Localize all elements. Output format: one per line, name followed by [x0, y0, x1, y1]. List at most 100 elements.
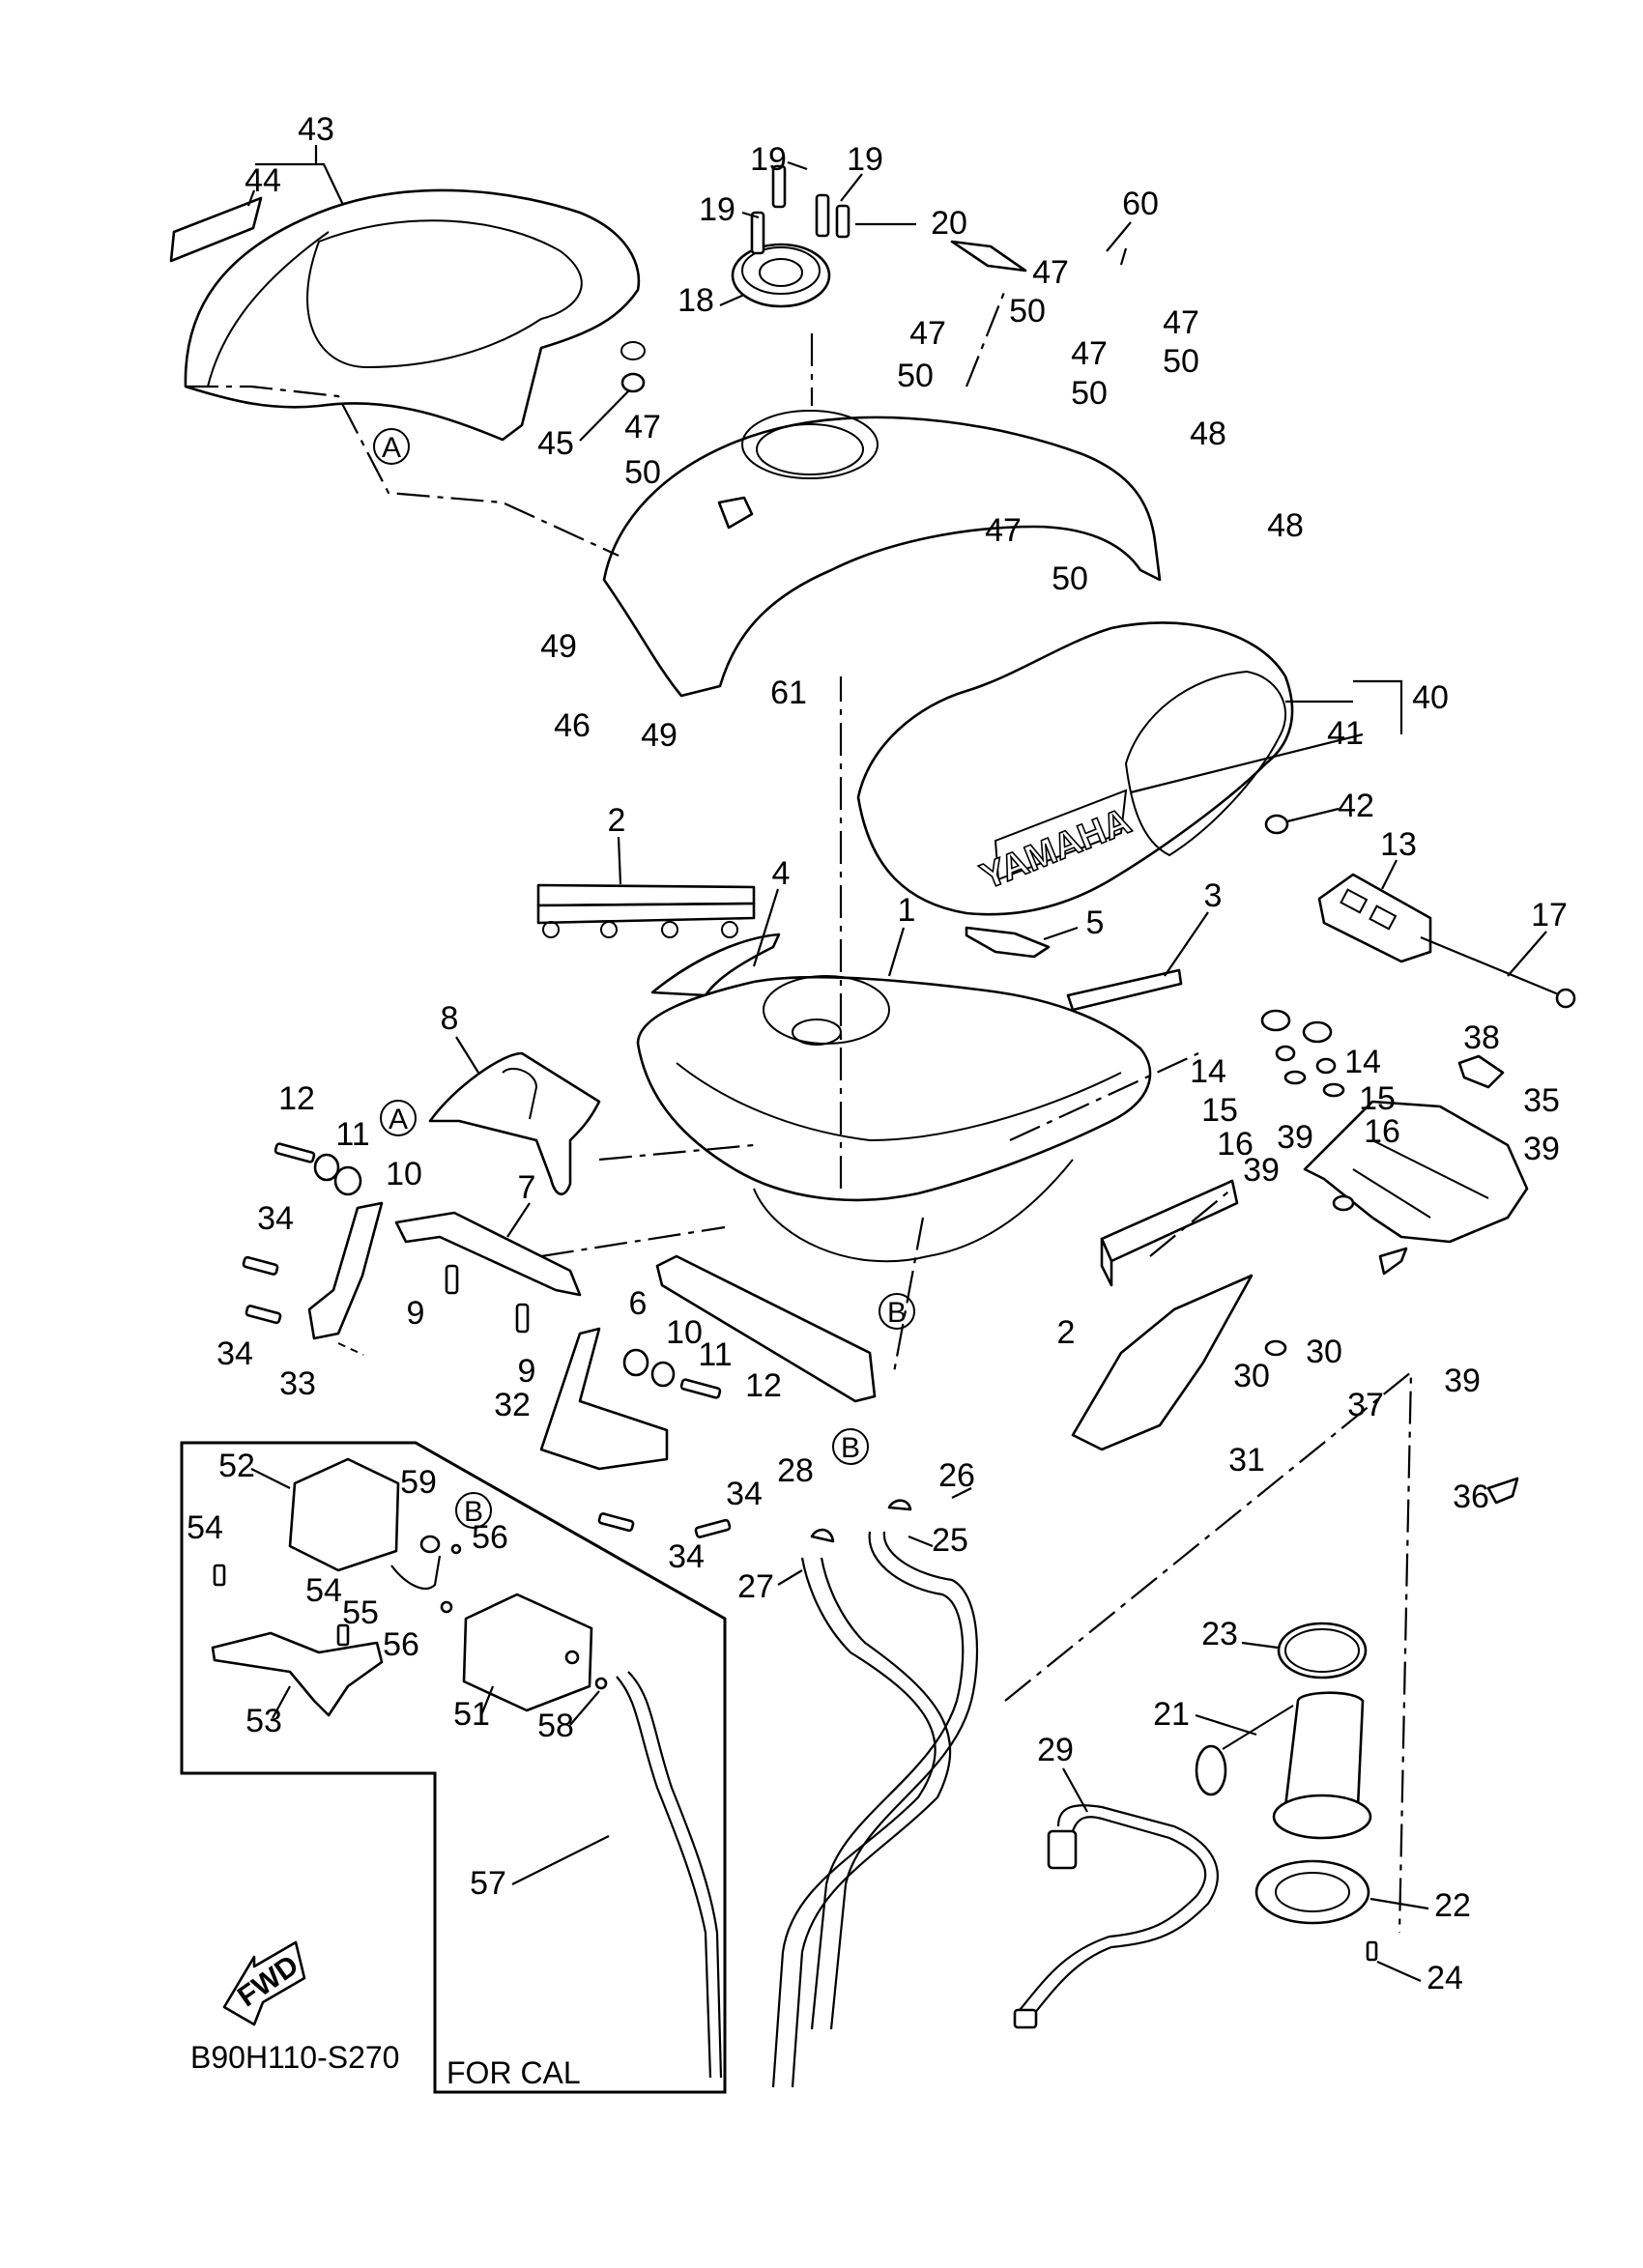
- callout-60: 60: [1122, 186, 1159, 222]
- part-38-clamp: [1457, 1054, 1505, 1089]
- callout-47: 47: [624, 409, 661, 445]
- callout-49: 49: [540, 628, 577, 665]
- callout-47: 47: [985, 512, 1022, 549]
- ref-marker-b: B: [841, 1432, 860, 1464]
- callout-34: 34: [257, 1200, 294, 1237]
- callout-50: 50: [1163, 343, 1199, 380]
- callout-9: 9: [518, 1353, 536, 1390]
- callout-44: 44: [245, 162, 281, 199]
- callout-28: 28: [777, 1452, 814, 1489]
- callout-47: 47: [1163, 304, 1199, 341]
- callout-50: 50: [1009, 293, 1046, 330]
- part-7-stay: [394, 1211, 582, 1297]
- part-1-fuel-tank: [636, 975, 1152, 1263]
- callout-58: 58: [537, 1708, 574, 1744]
- callout-30: 30: [1306, 1334, 1342, 1370]
- part-52-canister-cover: [288, 1457, 400, 1572]
- callout-3: 3: [1204, 877, 1223, 914]
- part-8-bracket: [428, 1051, 601, 1195]
- part-22-plate: [1254, 1859, 1370, 1925]
- hardware-left: [242, 1142, 732, 1538]
- inset-caption: FOR CAL: [447, 2055, 581, 2090]
- part-53-bracket: [211, 1631, 384, 1717]
- callout-10: 10: [386, 1156, 422, 1192]
- callout-48: 48: [1267, 507, 1304, 544]
- callout-32: 32: [494, 1387, 531, 1423]
- part-19-20-bolts: [750, 164, 850, 255]
- callout-35: 35: [1523, 1082, 1560, 1119]
- part-54-screw: [213, 1564, 226, 1587]
- callout-23: 23: [1201, 1616, 1238, 1652]
- part-4-pad: [650, 933, 781, 997]
- part-26-clip: [887, 1499, 912, 1511]
- callout-14: 14: [1344, 1044, 1381, 1080]
- for-cal-inset-border: [180, 1441, 727, 2094]
- part-55-hose: [390, 1555, 442, 1591]
- fwd-arrow-icon: FWD: [222, 1940, 306, 2026]
- callout-29: 29: [1037, 1732, 1074, 1768]
- part-57-hose-edge: [627, 1671, 723, 2079]
- callout-47: 47: [1071, 335, 1108, 372]
- callout-11: 11: [698, 1336, 732, 1373]
- part-28-clip: [810, 1528, 835, 1543]
- part-6-pad: [655, 1254, 877, 1403]
- callout-47: 47: [1032, 254, 1069, 291]
- callout-10: 10: [666, 1314, 703, 1351]
- callout-15: 15: [1201, 1092, 1238, 1129]
- part-40-side-cover: YAMAHA: [856, 621, 1294, 916]
- callout-18: 18: [677, 282, 714, 319]
- part-43-rear-cover: [184, 188, 646, 442]
- callout-2: 2: [608, 802, 626, 839]
- reference-markers: A A B B B: [373, 428, 915, 1529]
- callout-54: 54: [305, 1572, 342, 1609]
- part-3-label: [1066, 968, 1183, 1012]
- part-57-hose: [616, 1676, 712, 2079]
- callout-42: 42: [1338, 788, 1374, 824]
- callout-34: 34: [726, 1476, 763, 1512]
- callout-24: 24: [1427, 1960, 1463, 1996]
- part-tank-cover: [602, 410, 1162, 698]
- callout-15: 15: [1359, 1080, 1396, 1117]
- callout-21: 21: [1153, 1696, 1190, 1733]
- callout-9: 9: [407, 1295, 425, 1332]
- part-60-label: [950, 240, 1027, 273]
- callout-43: 43: [298, 111, 334, 148]
- callout-20: 20: [931, 205, 967, 242]
- drawing-code: B90H110-S270: [190, 2040, 399, 2075]
- part-56-clip: [450, 1543, 462, 1555]
- part-32-bracket: [539, 1327, 669, 1471]
- callout-50: 50: [1052, 560, 1088, 597]
- callout-6: 6: [629, 1285, 648, 1322]
- callout-4: 4: [772, 855, 791, 892]
- callout-1: 1: [898, 892, 916, 929]
- callout-39: 39: [1277, 1119, 1313, 1156]
- callout-41: 41: [1327, 715, 1364, 752]
- part-2-bracket-lower: [1100, 1179, 1239, 1287]
- callout-59: 59: [400, 1464, 437, 1501]
- callout-36: 36: [1453, 1479, 1489, 1515]
- callout-50: 50: [897, 358, 934, 394]
- part-25-hose: [810, 1531, 965, 2030]
- callout-52: 52: [218, 1448, 255, 1484]
- callout-39: 39: [1444, 1363, 1481, 1399]
- callout-5: 5: [1086, 904, 1105, 941]
- part-14-16-dampers: [1260, 1009, 1345, 1098]
- callout-16: 16: [1364, 1113, 1400, 1150]
- part-56-clip: [440, 1600, 453, 1614]
- callout-19: 19: [750, 141, 787, 178]
- part-33-bracket: [307, 1201, 384, 1340]
- callout-50: 50: [624, 454, 661, 491]
- callout-57: 57: [470, 1865, 506, 1902]
- callout-56: 56: [472, 1519, 508, 1556]
- part-59-clamp: [419, 1535, 441, 1554]
- callout-11: 11: [335, 1116, 369, 1153]
- part-24-screw: [1366, 1940, 1378, 1962]
- callout-34: 34: [668, 1538, 705, 1575]
- callout-13: 13: [1380, 826, 1417, 863]
- callout-40: 40: [1412, 679, 1449, 716]
- callout-27: 27: [737, 1568, 774, 1605]
- part-37-clamp: [1378, 1247, 1408, 1276]
- callout-16: 16: [1217, 1126, 1254, 1163]
- callout-14: 14: [1190, 1053, 1226, 1090]
